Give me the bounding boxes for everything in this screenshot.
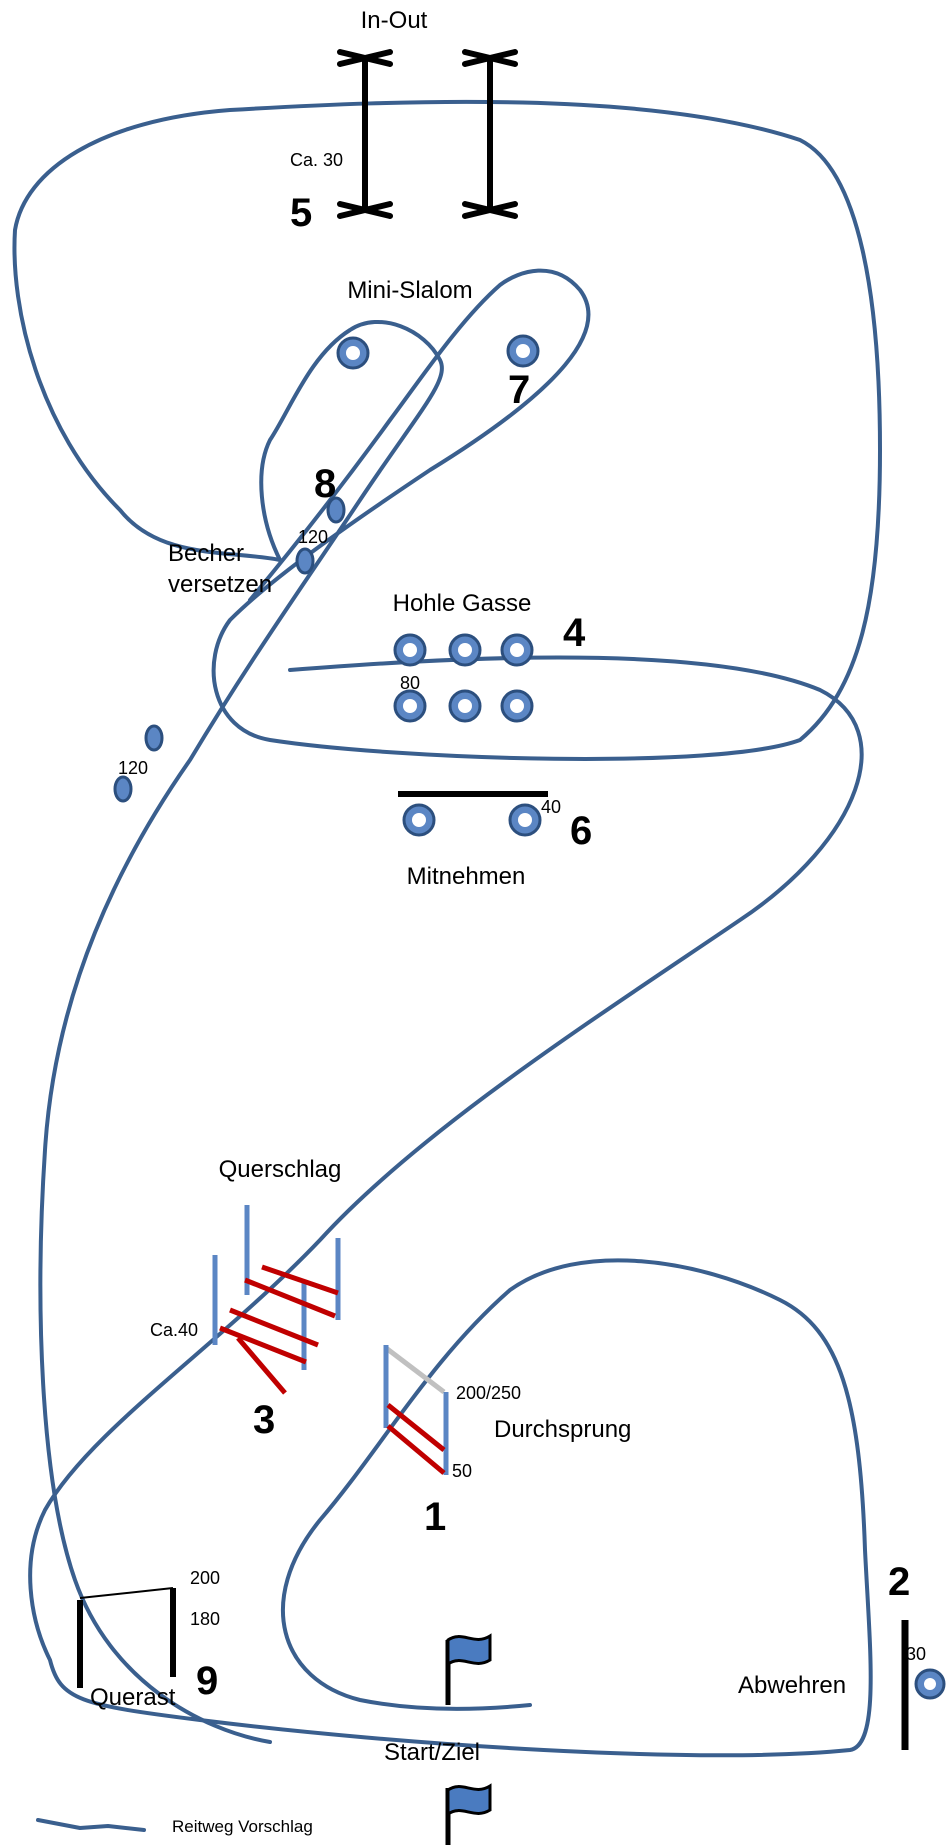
obstacle-durchsprung: 200/250 Durchsprung 50 1 xyxy=(383,1345,631,1539)
becher-label-line2: versetzen xyxy=(168,571,272,598)
station-number-1: 1 xyxy=(424,1495,446,1539)
gasse-marker xyxy=(500,689,534,723)
obstacle-mini-slalom: Mini-Slalom 7 xyxy=(336,277,540,412)
hohle-gasse-label: Hohle Gasse xyxy=(393,590,532,617)
querast-height-label-bottom: 180 xyxy=(190,1609,220,1629)
slalom-marker-left xyxy=(336,336,370,370)
gasse-marker xyxy=(448,689,482,723)
querschlag-distance-label: Ca.40 xyxy=(150,1320,198,1340)
station-number-7: 7 xyxy=(508,368,530,412)
flag-icon xyxy=(446,1783,492,1817)
route-segment-return xyxy=(28,655,873,1758)
querast-label: Querast xyxy=(90,1684,176,1711)
gasse-marker-row-top xyxy=(393,633,534,667)
mitnehmen-marker-left xyxy=(402,803,436,837)
cup-left-upper xyxy=(144,724,164,752)
finish-flag xyxy=(445,1783,492,1845)
abwehren-label: Abwehren xyxy=(738,1672,846,1699)
durchsprung-bottom-label: 50 xyxy=(452,1461,472,1481)
durchsprung-grey-top xyxy=(384,1346,446,1394)
durchsprung-height-label: 200/250 xyxy=(456,1383,521,1403)
gasse-marker xyxy=(393,633,427,667)
cup-lower xyxy=(295,547,315,575)
durchsprung-label: Durchsprung xyxy=(494,1416,631,1443)
gasse-marker xyxy=(393,689,427,723)
in-out-pole-left xyxy=(337,49,393,219)
mitnehmen-marker-right xyxy=(508,803,542,837)
cup-distance-label-left: 120 xyxy=(118,758,148,778)
obstacle-hohle-gasse: Hohle Gasse 4 80 xyxy=(393,590,586,723)
cup-distance-label-upper: 120 xyxy=(298,527,328,547)
gasse-marker xyxy=(448,633,482,667)
legend-route-swatch xyxy=(36,1818,146,1832)
station-number-4: 4 xyxy=(563,611,586,655)
station-number-9: 9 xyxy=(196,1659,218,1703)
flag-icon xyxy=(446,1633,492,1667)
gasse-marker xyxy=(500,633,534,667)
durchsprung-rail-lower xyxy=(386,1424,446,1475)
legend: Reitweg Vorschlag xyxy=(36,1817,313,1836)
in-out-label: In-Out xyxy=(361,7,428,34)
querast-height-label-top: 200 xyxy=(190,1568,220,1588)
legend-label: Reitweg Vorschlag xyxy=(172,1817,313,1836)
gasse-distance-label: 80 xyxy=(400,673,420,693)
abwehren-marker xyxy=(914,1668,946,1700)
obstacle-querschlag: Querschlag Ca.40 3 xyxy=(150,1156,341,1442)
querschlag-red-rails xyxy=(219,1264,339,1395)
start-ziel-label: Start/Ziel xyxy=(384,1739,480,1766)
obstacle-mitnehmen: 40 6 Mitnehmen xyxy=(398,791,592,890)
querschlag-label: Querschlag xyxy=(219,1156,342,1183)
slalom-marker-right xyxy=(506,334,540,368)
durchsprung-rail-upper xyxy=(386,1403,446,1452)
station-number-8: 8 xyxy=(314,462,336,506)
in-out-distance-label: Ca. 30 xyxy=(290,150,343,170)
obstacle-querast: 200 180 Querast 9 xyxy=(77,1568,220,1711)
obstacle-in-out: In-Out Ca. 30 5 xyxy=(290,7,518,235)
becher-label-line1: Becher xyxy=(168,540,244,567)
querast-bar xyxy=(79,1587,174,1599)
obstacle-becher-versetzen: 8 120 Becher versetzen xyxy=(168,462,346,598)
station-number-5: 5 xyxy=(290,191,312,235)
cup-left-lower xyxy=(113,775,133,803)
start-flag xyxy=(445,1633,492,1705)
in-out-pole-right xyxy=(462,49,518,219)
obstacle-abwehren: 2 30 Abwehren xyxy=(738,1560,946,1750)
mitnehmen-distance-label: 40 xyxy=(541,797,561,817)
abwehren-distance-label: 30 xyxy=(906,1644,926,1664)
cups-left-pair: 120 xyxy=(113,724,164,803)
mini-slalom-label: Mini-Slalom xyxy=(347,277,472,304)
station-number-6: 6 xyxy=(570,809,592,853)
cup-upper xyxy=(326,496,346,524)
route-segment-outer-loop xyxy=(12,99,882,1744)
station-number-3: 3 xyxy=(253,1398,275,1442)
mitnehmen-label: Mitnehmen xyxy=(407,863,526,890)
gasse-marker-row-bottom xyxy=(393,689,534,723)
riding-route xyxy=(12,99,882,1758)
station-number-2: 2 xyxy=(888,1560,910,1604)
